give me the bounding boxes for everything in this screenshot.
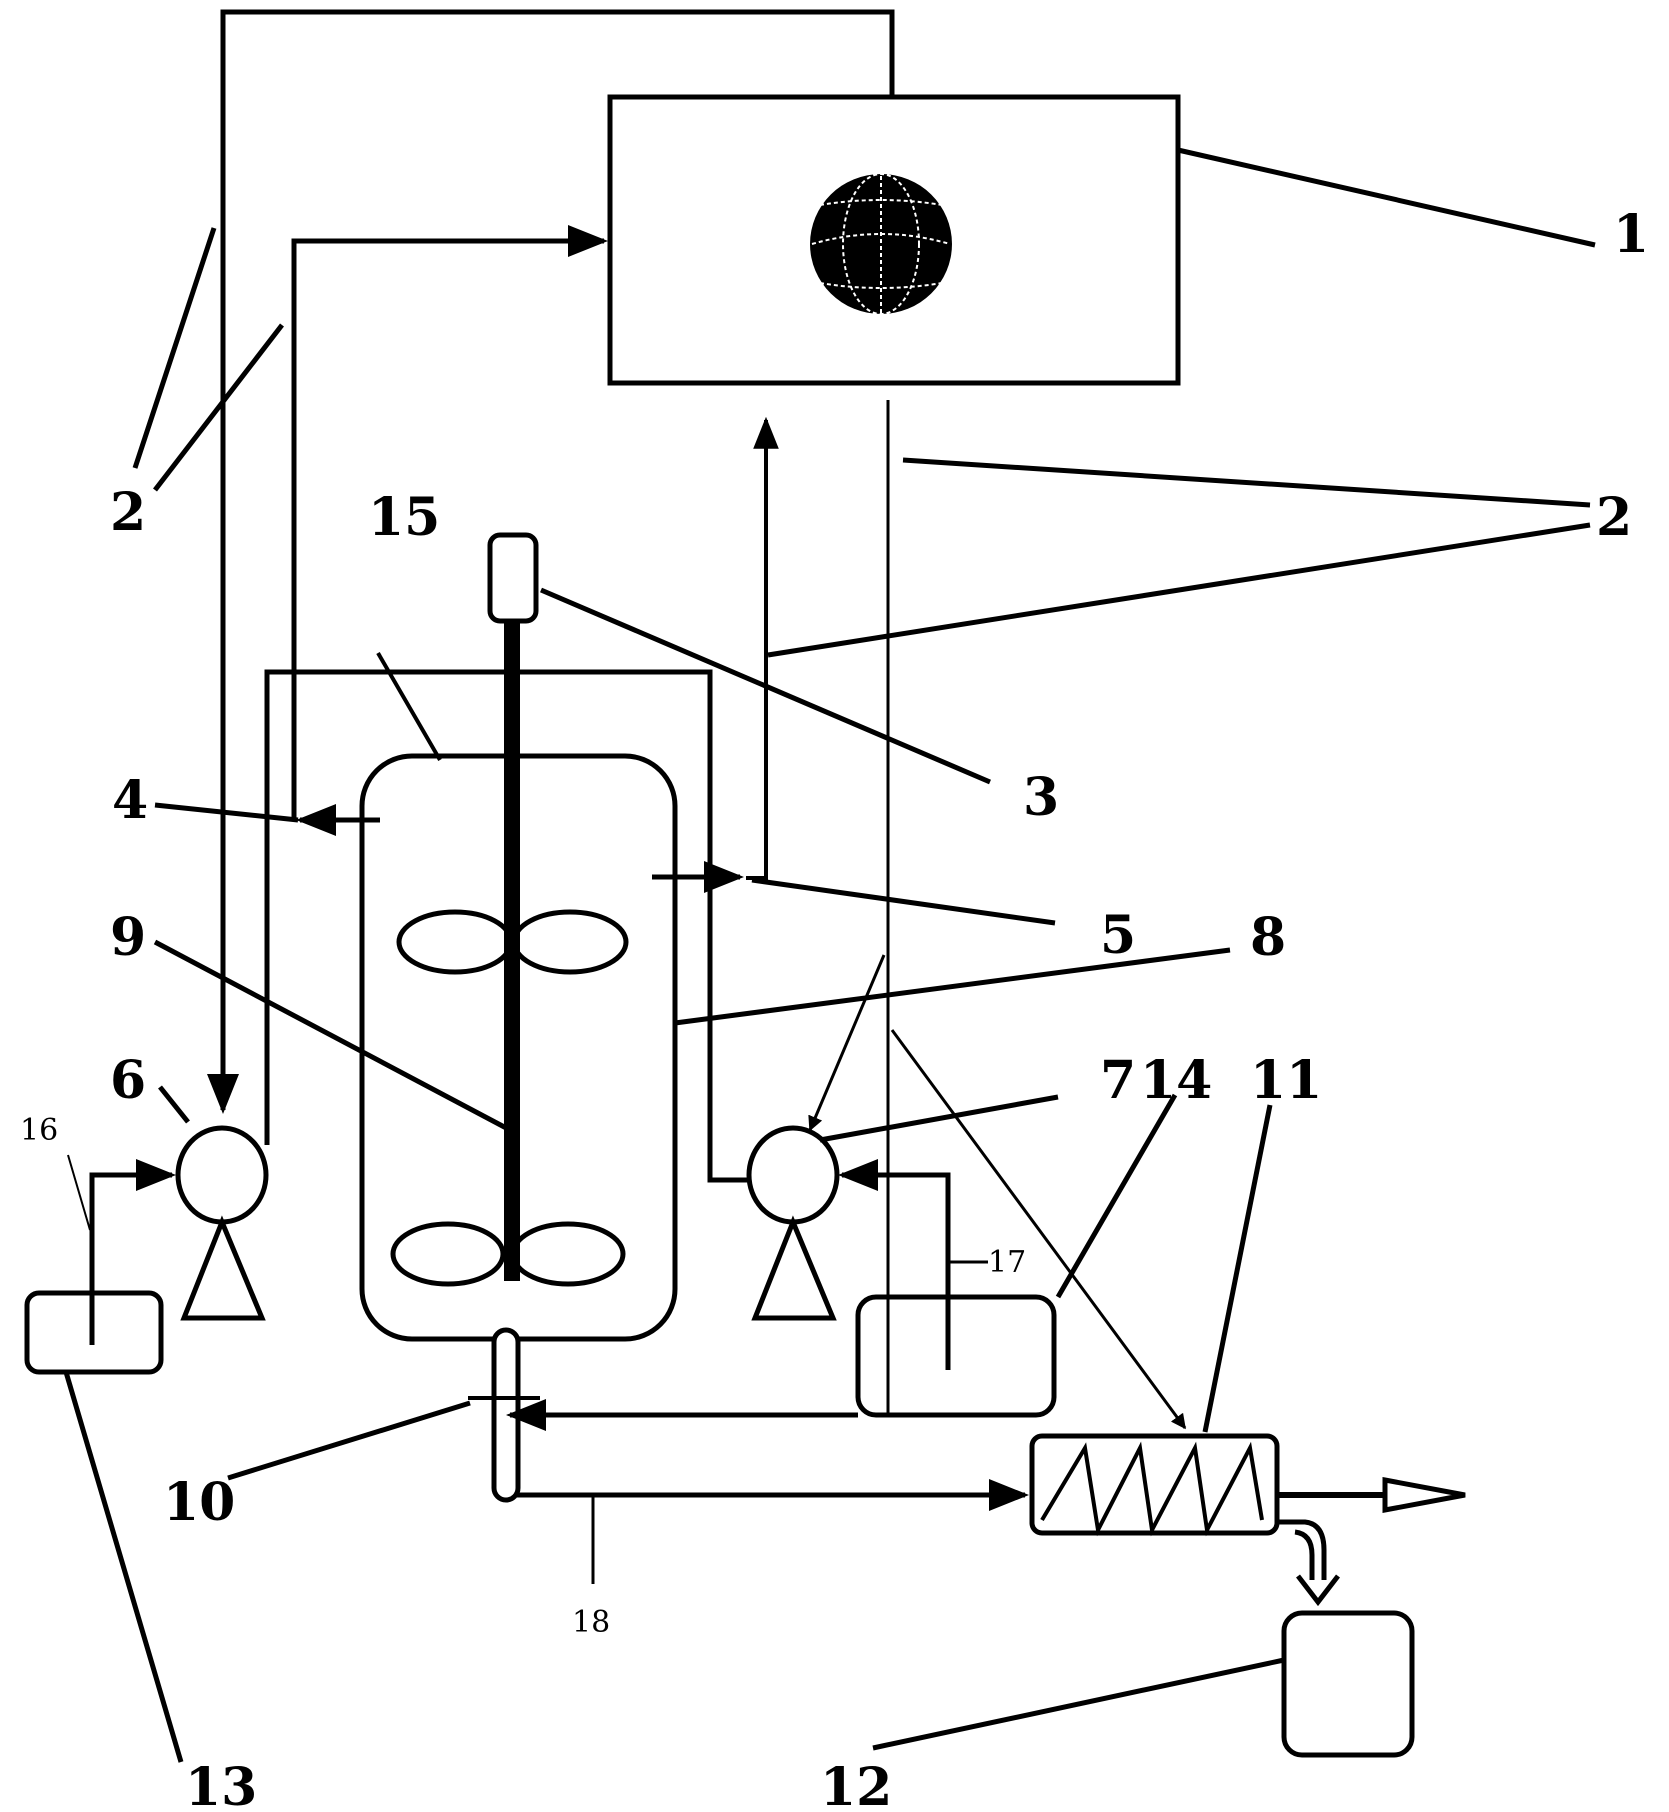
collector-12 (1281, 1610, 1415, 1758)
screw-separator-11 (1029, 1433, 1280, 1537)
label-12: 12 (820, 1757, 892, 1812)
pipe-16 (89, 1159, 176, 1345)
label-11: 11 (1250, 1050, 1322, 1111)
label-14: 14 (1140, 1050, 1212, 1111)
pump-7 (746, 1125, 840, 1321)
separator-to-collector-arrow (1277, 1519, 1340, 1607)
label-3: 3 (1023, 767, 1059, 828)
reactor-jacket (264, 669, 752, 1183)
impeller-lower (390, 1221, 626, 1287)
label-17: 17 (988, 1245, 1026, 1280)
label-10: 10 (163, 1472, 235, 1533)
pipe-17 (838, 1159, 951, 1370)
label-1: 1 (1613, 204, 1649, 265)
label-13: 13 (185, 1757, 257, 1812)
stirring-motor (487, 532, 539, 624)
label-9: 9 (110, 907, 146, 968)
label-16: 16 (20, 1113, 58, 1148)
separator-outlet-arrow (1277, 1476, 1466, 1514)
leader-lines (63, 147, 1596, 1763)
label-4: 4 (112, 770, 148, 831)
label-2-right: 2 (1596, 487, 1632, 548)
label-7: 7 (1100, 1050, 1136, 1111)
return-pipe (468, 1396, 858, 1431)
label-18: 18 (572, 1605, 610, 1640)
tank-14 (855, 1294, 1057, 1418)
stirring-shaft (504, 621, 520, 1281)
pump-6 (175, 1125, 269, 1321)
impeller-upper (396, 909, 629, 975)
globe-icon (810, 173, 952, 315)
label-5: 5 (1100, 905, 1136, 966)
label-15: 15 (368, 487, 440, 548)
pipe-18 (515, 1479, 1029, 1584)
part-labels: 1 2 2 3 4 5 6 7 8 9 10 11 12 13 14 15 16… (20, 204, 1649, 1812)
label-2-left: 2 (110, 482, 146, 543)
label-8: 8 (1250, 907, 1286, 968)
label-6: 6 (110, 1050, 146, 1111)
